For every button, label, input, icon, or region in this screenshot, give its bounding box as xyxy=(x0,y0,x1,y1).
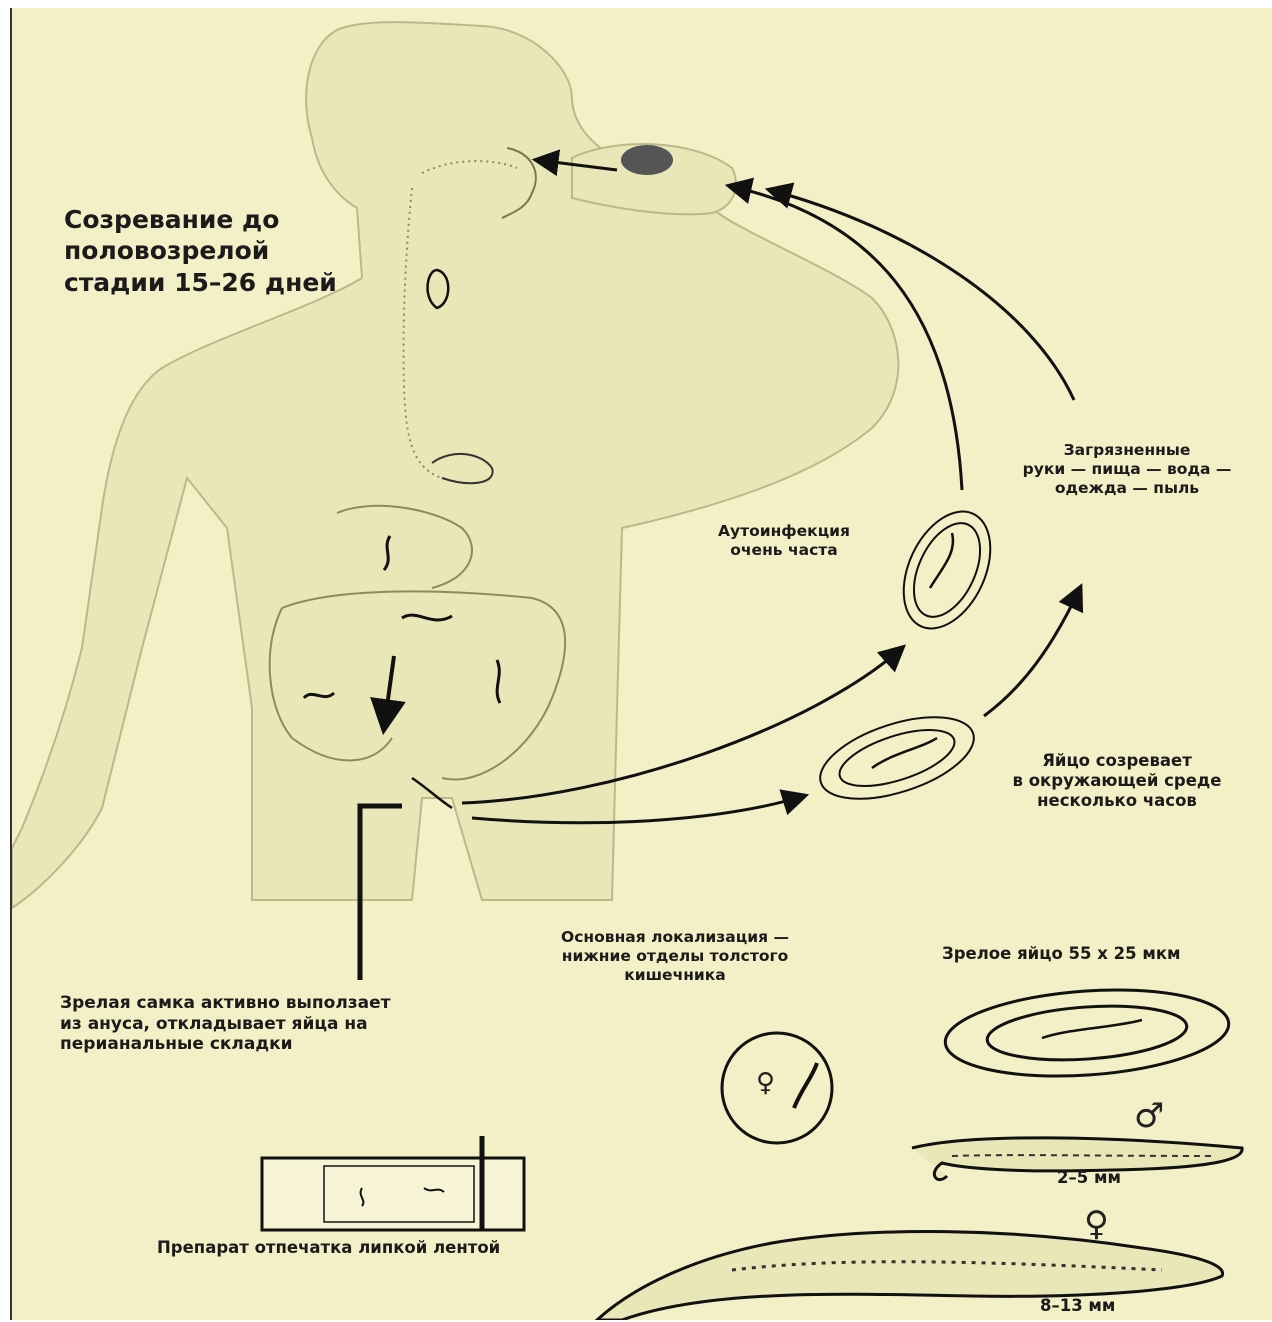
egg-matures-label: Яйцо созревает в окружающей среде нескол… xyxy=(987,751,1247,811)
human-silhouette xyxy=(12,22,898,908)
arrow-egg-to-environment xyxy=(984,588,1080,716)
male-symbol: ♂ xyxy=(1134,1096,1164,1136)
female-symbol: ♀ xyxy=(1084,1204,1109,1244)
autoinfection-label: Аутоинфекция очень часта xyxy=(684,522,884,560)
egg-upper xyxy=(886,498,1007,643)
female-size-label: 8–13 мм xyxy=(1040,1296,1160,1316)
maturation-label: Созревание до половозрелой стадии 15–26 … xyxy=(64,204,444,298)
diagram-canvas: Созревание до половозрелой стадии 15–26 … xyxy=(10,8,1272,1320)
contaminated-label: Загрязненные руки — пища — вода — одежда… xyxy=(992,441,1262,498)
egg-lower xyxy=(810,701,983,815)
male-size-label: 2–5 мм xyxy=(1057,1168,1147,1188)
circle-female-worm xyxy=(722,1033,832,1143)
main-localization-label: Основная локализация — нижние отделы тол… xyxy=(500,928,850,985)
mature-egg xyxy=(942,981,1231,1085)
tape-slide xyxy=(262,1136,524,1230)
ingested-egg xyxy=(621,145,673,175)
female-crawls-label: Зрелая самка активно выползает из ануса,… xyxy=(60,993,520,1055)
mature-egg-label: Зрелое яйцо 55 х 25 мкм xyxy=(942,944,1272,964)
circle-female-symbol: ♀ xyxy=(756,1068,775,1098)
tape-preparation-label: Препарат отпечатка липкой лентой xyxy=(157,1238,637,1258)
